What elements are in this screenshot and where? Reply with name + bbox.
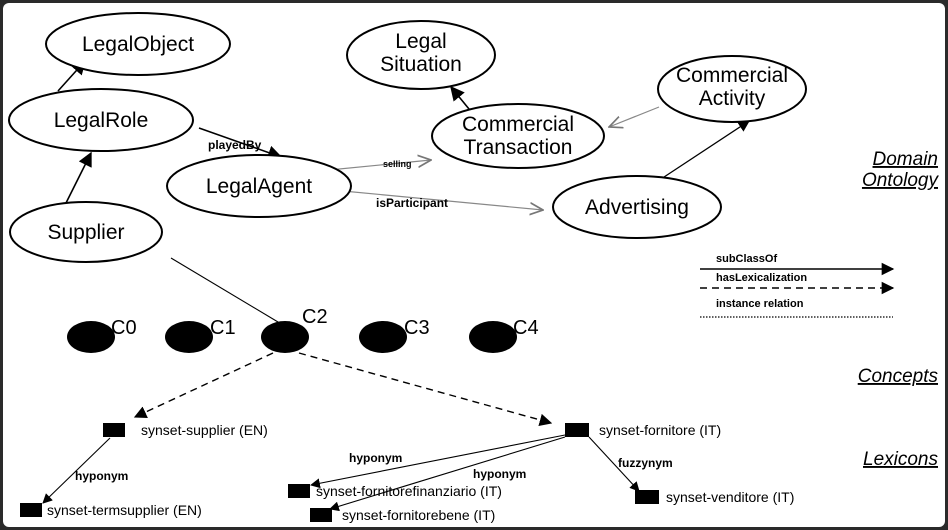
edge-hyponym-termsupplier (42, 437, 111, 504)
legend-label-subclassof: subClassOf (716, 253, 777, 265)
edge-label-isparticipant: isParticipant (376, 196, 448, 210)
synset-box-fornitore (565, 423, 589, 437)
synset-box-fornitorefinanziario (288, 484, 310, 498)
node-legalobject: LegalObject (45, 12, 231, 76)
node-label: Commercial (676, 64, 788, 87)
legend: subClassOf hasLexicalization instance re… (700, 253, 895, 318)
node-legalagent: LegalAgent (166, 154, 352, 218)
edge-label-fuzzynym: fuzzynym (618, 456, 673, 470)
legend-label-haslexicalization: hasLexicalization (716, 272, 807, 284)
edge-c2-synset-fornitore (298, 352, 553, 427)
layer-label-lexicons: Lexicons (863, 449, 938, 470)
lexicons: synset-supplier (EN) synset-fornitore (I… (20, 422, 794, 523)
node-legalrole: LegalRole (8, 88, 194, 152)
edge-label-playedby: playedBy (208, 138, 262, 152)
concept-dot-c3 (359, 321, 407, 353)
synset-label-supplier: synset-supplier (EN) (141, 422, 268, 438)
node-commercialactivity: Commercial Activity (657, 55, 807, 123)
layer-label-ontology: Ontology (862, 170, 940, 191)
node-label: LegalAgent (206, 175, 312, 198)
synset-label-venditore: synset-venditore (IT) (666, 489, 794, 505)
synset-label-fornitore: synset-fornitore (IT) (599, 422, 721, 438)
synset-label-termsupplier: synset-termsupplier (EN) (47, 502, 202, 518)
concept-dot-c2 (261, 321, 309, 353)
node-label: Supplier (47, 221, 124, 244)
legend-label-instancerelation: instance relation (716, 298, 804, 310)
synset-box-venditore (635, 490, 659, 504)
synset-label-fornitorebene: synset-fornitorebene (IT) (342, 507, 495, 523)
node-label: Activity (699, 87, 766, 110)
edge-c2-synset-supplier (133, 352, 274, 418)
node-supplier: Supplier (9, 201, 163, 263)
concepts-row: C0 C1 C2 C3 C4 (67, 306, 539, 353)
synset-box-fornitorebene (310, 508, 332, 522)
concept-label: C3 (404, 317, 430, 339)
edge-supplier-c2 (170, 257, 284, 326)
node-label: Legal (395, 30, 446, 53)
concept-dot-c0 (67, 321, 115, 353)
layer-label-domain: Domain (873, 149, 938, 170)
domain-edges (57, 59, 750, 210)
edge-activity-transaction (609, 106, 660, 127)
ontology-diagram: LegalObject LegalRole LegalAgent Supplie… (8, 12, 940, 523)
node-label: LegalObject (82, 33, 194, 56)
node-advertising: Advertising (552, 175, 722, 239)
edge-transaction-situation (450, 85, 470, 110)
edge-label-hyponym: hyponym (75, 469, 128, 483)
edge-selling (328, 160, 431, 171)
edge-hyponym-fornitorefinanziario (310, 434, 566, 489)
diagram-frame: LegalObject LegalRole LegalAgent Supplie… (3, 3, 945, 527)
edge-advertising-activity (657, 120, 750, 182)
layer-label-concepts: Concepts (858, 366, 939, 387)
synset-label-fornitorefinanziario: synset-fornitorefinanziario (IT) (316, 483, 502, 499)
node-label: Commercial (462, 113, 574, 136)
node-legalsituation: Legal Situation (346, 20, 496, 90)
node-label: Advertising (585, 196, 689, 219)
edge-label-selling: selling (383, 159, 412, 169)
edge-playedby (198, 127, 283, 160)
synset-box-supplier (103, 423, 125, 437)
synset-box-termsupplier (20, 503, 42, 517)
node-commercialtransaction: Commercial Transaction (431, 103, 605, 169)
node-label: Situation (380, 53, 462, 76)
edge-fuzzynym-venditore (588, 436, 640, 492)
edge-isparticipant (342, 190, 543, 210)
concept-label: C1 (210, 317, 236, 339)
concept-dot-c4 (469, 321, 517, 353)
concept-dot-c1 (165, 321, 213, 353)
concept-label: C2 (302, 306, 328, 328)
edge-hyponym-fornitorebene (329, 436, 566, 512)
edge-label-hyponym: hyponym (473, 467, 526, 481)
concept-label: C0 (111, 317, 137, 339)
edge-supplier-legalrole (64, 151, 92, 206)
concept-label: C4 (513, 317, 539, 339)
edge-label-hyponym: hyponym (349, 451, 402, 465)
node-label: LegalRole (54, 109, 149, 132)
node-label: Transaction (464, 136, 573, 159)
